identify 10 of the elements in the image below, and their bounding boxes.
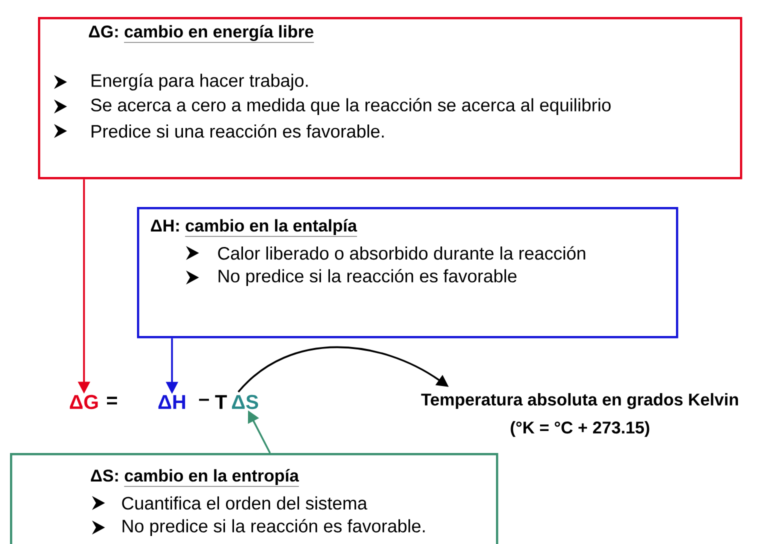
equation-sign: = [107,396,118,404]
info-box: ΔS: cambio en la entropía Cuantifica el orden del sistema No predice si la reacción es favorable. [10,453,498,544]
equation-term: ΔH [158,395,186,409]
temperature-note: Temperatura absoluta en grados Kelvin (°K = °C + 273.15) [421,393,738,437]
info-box: ΔH: cambio en la entalpía Calor liberado o absorbido durante la reacción No predice si la reacción es favorable [137,207,678,338]
info-box: ΔG: cambio en energía libre Energía para hacer trabajo. Se acerca a cero a medida que la reacción se acerca al equilibrio Predice si una reacción es favorable. [38,17,742,180]
equation-term: ΔG [70,394,98,410]
equation-term: T [215,395,227,409]
equation-sign: – [199,398,209,401]
equation-term: ΔS [232,394,258,410]
